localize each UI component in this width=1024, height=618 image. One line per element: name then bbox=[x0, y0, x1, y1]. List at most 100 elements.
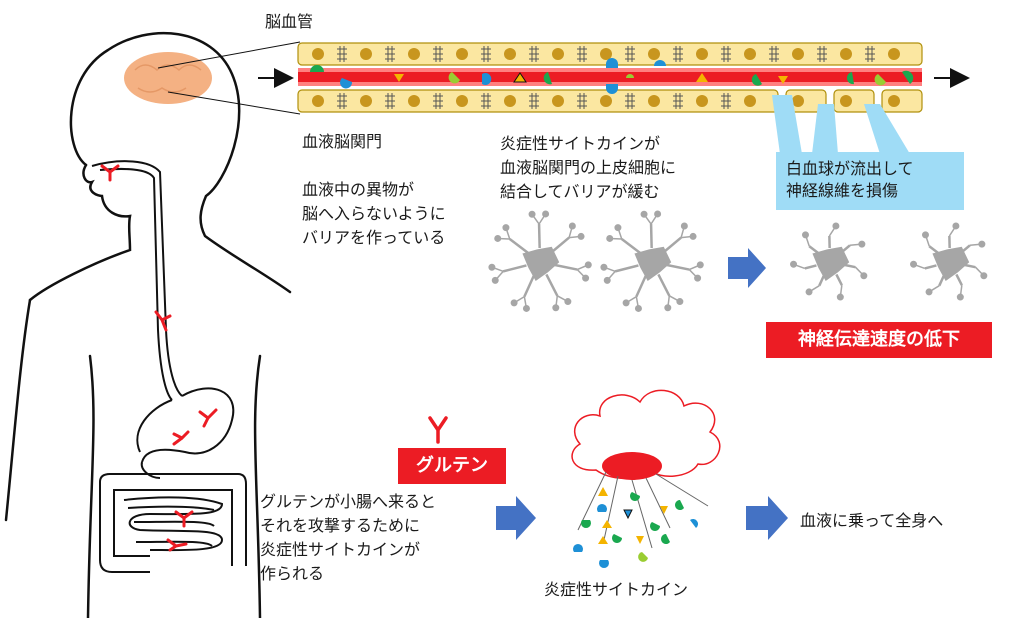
dendrite bbox=[649, 223, 653, 249]
tight-junction bbox=[769, 46, 779, 62]
callout-pointer bbox=[812, 104, 838, 154]
dendrite-tip bbox=[980, 272, 988, 280]
dendrite bbox=[928, 245, 940, 255]
dendrite-tip bbox=[528, 210, 536, 218]
dendrite bbox=[635, 274, 648, 298]
dendrite bbox=[808, 245, 820, 255]
cell-nucleus bbox=[840, 48, 852, 60]
cytokine-release-lines bbox=[577, 471, 709, 549]
dendrite-tip bbox=[790, 260, 798, 268]
dendrite-tip bbox=[491, 276, 499, 284]
tight-junction bbox=[673, 93, 683, 109]
tight-junction bbox=[481, 46, 491, 62]
cell-nucleus bbox=[504, 95, 516, 107]
dendrite-tip bbox=[488, 263, 496, 271]
dendrite-tip bbox=[832, 222, 840, 230]
dendrite bbox=[614, 264, 639, 273]
dendrite-tip bbox=[564, 298, 572, 306]
cell-nucleus bbox=[744, 48, 756, 60]
brain-folds bbox=[134, 64, 202, 93]
dendrite-tip bbox=[696, 261, 704, 269]
neuron-body bbox=[812, 246, 850, 281]
callout-pointer bbox=[864, 104, 910, 154]
cell-nucleus bbox=[600, 48, 612, 60]
dendrite-tip bbox=[494, 234, 502, 242]
cell-nucleus bbox=[312, 95, 324, 107]
antibody-icon bbox=[428, 416, 448, 444]
cytokine-particles bbox=[573, 487, 699, 568]
tight-junction bbox=[481, 93, 491, 109]
dendrite bbox=[665, 263, 690, 271]
callout-pointer bbox=[772, 95, 802, 154]
dendrite bbox=[537, 223, 541, 249]
dendrite-tip bbox=[582, 274, 590, 282]
label-cytokine-effect: 炎症性サイトカインが 血液脳関門の上皮細胞に 結合してバリアが緩む bbox=[500, 134, 677, 201]
dendrite-tip bbox=[978, 240, 986, 248]
cell-nucleus bbox=[312, 48, 324, 60]
block-arrow-icon bbox=[728, 248, 766, 288]
dendrite-tip bbox=[622, 299, 630, 307]
tight-junction bbox=[721, 46, 731, 62]
cell-nucleus bbox=[696, 95, 708, 107]
dendrite bbox=[924, 264, 937, 270]
dendrite-tip bbox=[600, 263, 608, 271]
dendrite-tip bbox=[603, 276, 611, 284]
badge-nerve-slowdown: 神経伝達速度の低下 bbox=[766, 322, 992, 358]
dendrite-tip bbox=[805, 288, 813, 296]
dendrite bbox=[620, 238, 642, 255]
neuron-body bbox=[634, 246, 672, 281]
cell-nucleus bbox=[552, 95, 564, 107]
tight-junction bbox=[817, 46, 827, 62]
dendrite-tip bbox=[522, 304, 530, 312]
cell-nucleus bbox=[456, 48, 468, 60]
dendrite bbox=[963, 263, 976, 269]
immune-cell bbox=[571, 389, 721, 479]
dendrite-tip bbox=[606, 234, 614, 242]
dendrite-tip bbox=[510, 299, 518, 307]
antibody-icon bbox=[100, 164, 218, 552]
cell-nucleus bbox=[792, 48, 804, 60]
dendrite bbox=[843, 263, 856, 269]
cell-nucleus bbox=[792, 95, 804, 107]
tight-junction bbox=[529, 46, 539, 62]
block-arrow-icon bbox=[496, 496, 536, 540]
cell-nucleus bbox=[360, 95, 372, 107]
tight-junction bbox=[673, 46, 683, 62]
dendrite-tip bbox=[860, 272, 868, 280]
dendrite bbox=[502, 264, 527, 273]
dendrite bbox=[553, 263, 578, 271]
immune-cell-nucleus bbox=[602, 452, 662, 480]
dendrite-tip bbox=[634, 304, 642, 312]
cell-nucleus bbox=[840, 95, 852, 107]
dendrite-tip bbox=[910, 260, 918, 268]
tight-junction bbox=[337, 46, 347, 62]
tight-junction bbox=[721, 93, 731, 109]
block-arrow-icon bbox=[746, 496, 788, 540]
dendrite-tip bbox=[640, 210, 648, 218]
cell-nucleus bbox=[360, 48, 372, 60]
cell-nucleus bbox=[408, 95, 420, 107]
blood-particles bbox=[310, 58, 914, 94]
dendrite bbox=[835, 273, 843, 286]
dendrite-tip bbox=[858, 240, 866, 248]
tight-junction bbox=[865, 46, 875, 62]
pointer-line bbox=[167, 91, 301, 115]
dendrite bbox=[523, 274, 536, 298]
cell-nucleus bbox=[696, 48, 708, 60]
dendrite-tip bbox=[552, 304, 560, 312]
callout-wbc-leak: 白血球が流出して 神経線維を損傷 bbox=[776, 152, 964, 210]
cell-nucleus bbox=[600, 95, 612, 107]
label-brain-vessel: 脳血管 bbox=[265, 12, 314, 31]
dendrite bbox=[508, 238, 530, 255]
label-barrier-description: 血液中の異物が 脳へ入らないように バリアを作っている bbox=[302, 180, 446, 247]
dendrite-tip bbox=[584, 261, 592, 269]
dendrite bbox=[839, 244, 851, 254]
dendrite-tip bbox=[542, 210, 550, 218]
badge-gluten: グルテン bbox=[398, 448, 506, 484]
dendrite-tip bbox=[836, 293, 844, 301]
label-bloodstream: 血液に乗って全身へ bbox=[800, 511, 944, 530]
dendrite-tip bbox=[502, 224, 510, 232]
neuron-body bbox=[522, 246, 560, 281]
tight-junction bbox=[433, 93, 443, 109]
